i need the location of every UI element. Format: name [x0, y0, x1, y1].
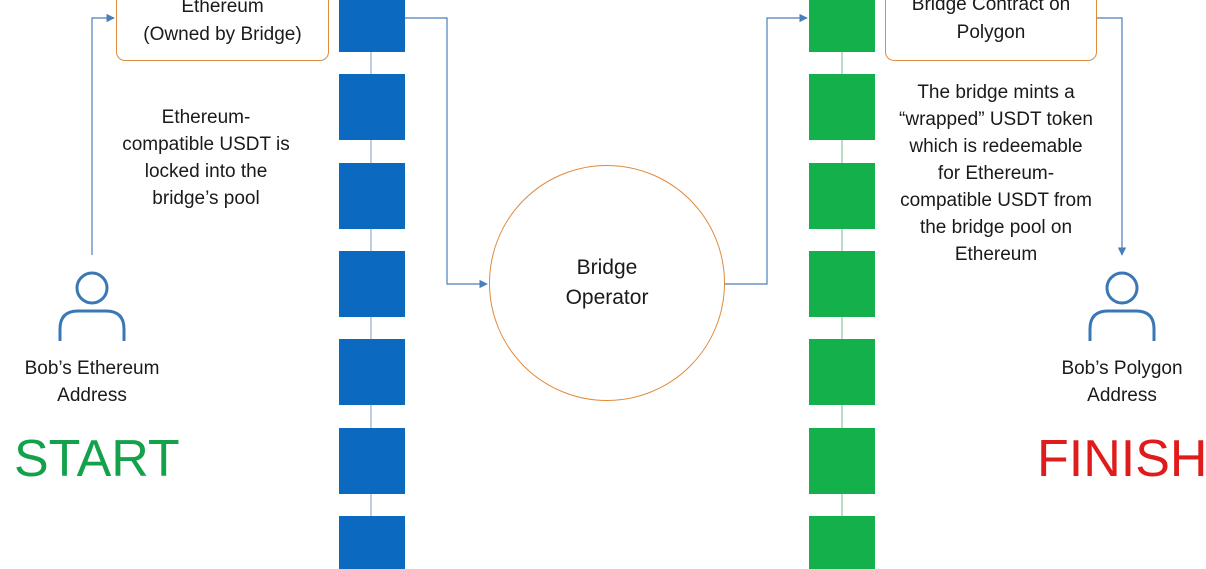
mint-note-line: the bridge pool on	[919, 217, 1073, 238]
polygon-contract-box: Bridge Contract on Polygon	[885, 0, 1097, 61]
arrow-operator-to-polygon-chain	[725, 13, 808, 285]
ethereum-block	[339, 163, 405, 229]
mint-note-line: for Ethereum-	[937, 163, 1055, 184]
polygon-block	[809, 251, 875, 317]
ethereum-block	[339, 251, 405, 317]
ethereum-block	[339, 339, 405, 405]
mint-note-line: which is redeemable	[909, 136, 1083, 157]
lock-note-line: compatible USDT is	[122, 134, 290, 155]
mint-note: The bridge mints a “wrapped” USDT token …	[880, 79, 1112, 268]
lock-note-line: bridge’s pool	[152, 188, 260, 209]
user-icon	[1088, 271, 1156, 341]
arrow-bob-to-ethereum-contract	[91, 13, 115, 255]
ethereum-address-label: Bob’s Ethereum Address	[2, 355, 182, 409]
ethereum-block	[339, 428, 405, 494]
operator-line: Bridge	[576, 256, 638, 279]
polygon-address-label: Bob’s Polygon Address	[1036, 355, 1206, 409]
operator-line: Operator	[565, 286, 649, 309]
user-icon	[58, 271, 126, 341]
arrow-polygon-contract-to-bob	[1097, 17, 1127, 256]
ethereum-address-line: Address	[57, 385, 127, 406]
polygon-block	[809, 74, 875, 140]
ethereum-contract-line: Ethereum	[181, 0, 264, 17]
polygon-contract-line: Polygon	[956, 22, 1026, 43]
polygon-block	[809, 0, 875, 52]
ethereum-address-line: Bob’s Ethereum	[24, 358, 160, 379]
polygon-contract-line: Bridge Contract on	[911, 0, 1071, 15]
polygon-address-line: Address	[1087, 385, 1157, 406]
mint-note-line: The bridge mints a	[917, 82, 1075, 103]
start-label: START	[14, 430, 180, 488]
bridge-operator-node: Bridge Operator	[489, 165, 725, 401]
mint-note-line: compatible USDT from	[900, 190, 1092, 211]
ethereum-contract-line: (Owned by Bridge)	[143, 24, 302, 45]
polygon-block	[809, 339, 875, 405]
finish-label: FINISH	[1037, 430, 1206, 488]
polygon-block	[809, 163, 875, 229]
polygon-block	[809, 516, 875, 569]
ethereum-block	[339, 0, 405, 52]
ethereum-contract-box: Ethereum (Owned by Bridge)	[116, 0, 329, 61]
ethereum-block	[339, 74, 405, 140]
mint-note-line: “wrapped” USDT token	[899, 109, 1093, 130]
mint-note-line: Ethereum	[954, 244, 1038, 265]
lock-note: Ethereum- compatible USDT is locked into…	[106, 104, 306, 212]
lock-note-line: Ethereum-	[161, 107, 251, 128]
polygon-address-line: Bob’s Polygon	[1061, 358, 1183, 379]
polygon-block	[809, 428, 875, 494]
lock-note-line: locked into the	[144, 161, 268, 182]
ethereum-block	[339, 516, 405, 569]
arrow-ethereum-chain-to-operator	[405, 17, 488, 289]
